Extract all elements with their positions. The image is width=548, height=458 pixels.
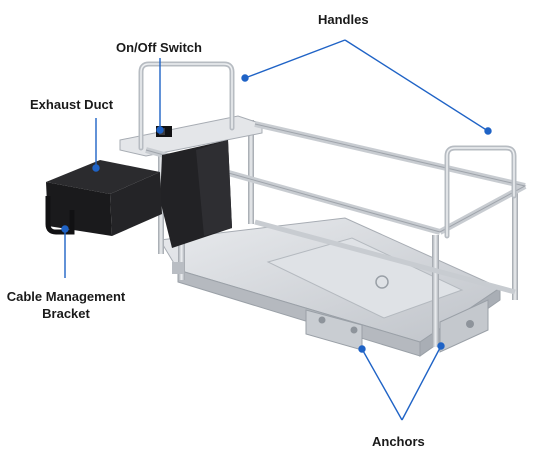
cable-bracket [45, 196, 75, 235]
anchors-callout-dot-right [437, 342, 445, 350]
logo-mark [375, 275, 389, 289]
anchors-label: Anchors [372, 434, 425, 449]
top-plate [119, 115, 263, 157]
on-off-switch-label: On/Off Switch [116, 40, 202, 55]
handles-callout-dot-left [241, 74, 249, 82]
callouts [61, 39, 492, 421]
power-module-face [196, 140, 232, 236]
rear-post-far [512, 190, 518, 300]
handles-callout-line-right [344, 39, 489, 132]
cable-bracket-label: Cable Management Bracket [4, 288, 128, 322]
exhaust-duct-front [46, 182, 112, 236]
handle-left-highlight [140, 63, 233, 149]
cable-bracket-label-line2: Bracket [42, 306, 90, 321]
exhaust-duct-label: Exhaust Duct [30, 97, 114, 112]
handles-label: Handles [318, 12, 369, 27]
anchors-callout-line-left [361, 348, 403, 421]
bracket-callout-dot [61, 225, 69, 233]
base-panel [266, 237, 464, 319]
handle-right-highlight [446, 147, 515, 237]
rear-post-right [248, 120, 254, 224]
anchor-screw-3 [466, 320, 474, 328]
switch-callout-dot [156, 126, 164, 134]
exhaust-duct [45, 160, 162, 236]
exhaust-callout-dot [92, 164, 100, 172]
anchors-callout-line-right [401, 345, 442, 421]
enclosure-frame [119, 61, 527, 357]
front-post-right [432, 235, 439, 347]
anchor-screw-1 [318, 316, 326, 324]
handles-callout-line-left [244, 39, 346, 79]
anchor-foot-right [439, 299, 489, 353]
top-rail-edge [145, 123, 527, 233]
exhaust-duct-side [110, 172, 162, 236]
handles-callout-dot-right [484, 127, 492, 135]
bottom-rail-back [254, 219, 516, 295]
internal-components [156, 126, 232, 248]
anchor-foot-left [172, 262, 184, 274]
anchors-callout-dot-left [358, 345, 366, 353]
exhaust-duct-top [46, 160, 160, 194]
cable-bracket-label-line1: Cable Management [6, 289, 126, 304]
anchor-screw-2 [350, 326, 358, 334]
